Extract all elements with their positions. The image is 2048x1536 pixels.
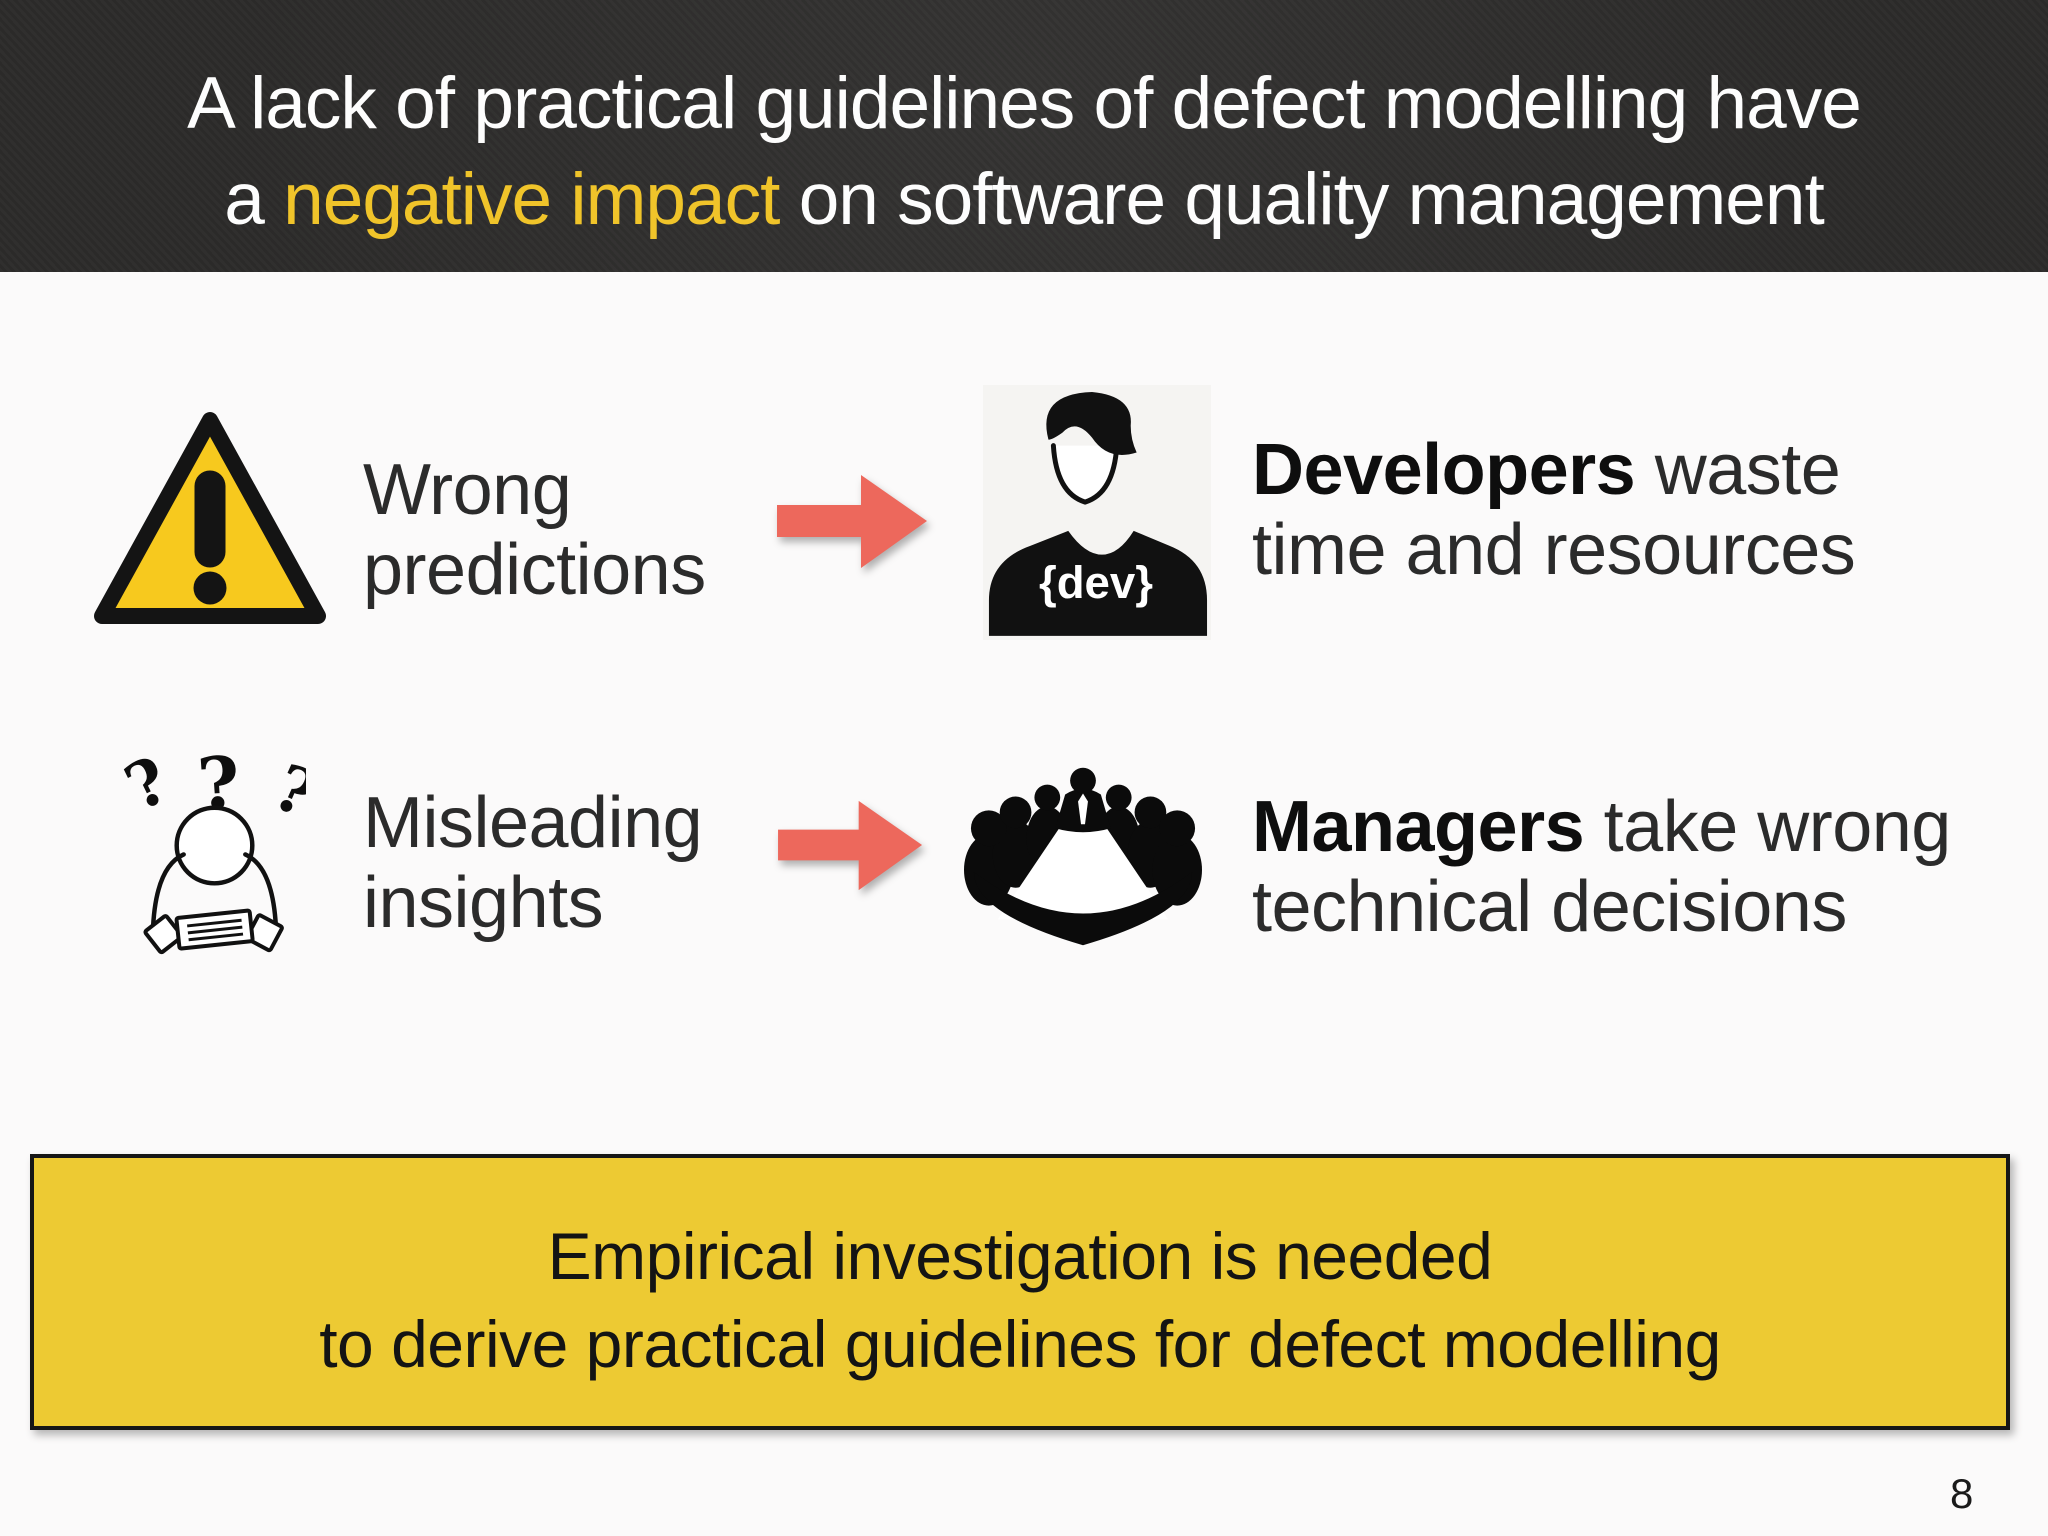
effect-bold-managers: Managers [1252,787,1585,867]
title-line-2: a negative impact on software quality ma… [0,152,2048,248]
cause-line-1: Misleading [363,783,703,863]
question-mark-right: ? [263,750,306,834]
developer-icon: {dev} [983,385,1211,640]
cause-line-2: insights [363,863,604,943]
conclusion-banner: Empirical investigation is needed to der… [30,1154,2010,1430]
warning-triangle-icon [90,400,330,635]
effect-bold-developers: Developers [1252,430,1636,510]
title-bar: A lack of practical guidelines of defect… [0,0,2048,272]
effect-line-1: Managers take wrong [1252,787,1951,867]
effect-text-developers: Developers waste time and resources [1252,430,1856,590]
cause-text-wrong-predictions: Wrong predictions [363,450,706,610]
confused-person-icon: ? ? ? [122,738,306,960]
effect-line1-rest: take wrong [1584,787,1952,867]
title-line2-suffix: on software quality management [779,159,1825,240]
effect-line-2: technical decisions [1252,867,1847,947]
dev-shirt-label: {dev} [1039,557,1153,608]
right-arrow-icon [777,472,929,572]
effect-line-2: time and resources [1252,510,1856,590]
question-mark-left: ? [122,742,180,826]
cause-text-misleading-insights: Misleading insights [363,783,703,943]
cause-line-1: Wrong [363,450,572,530]
banner-line-2: to derive practical guidelines for defec… [319,1307,1721,1381]
title-highlight: negative impact [283,159,780,240]
managers-meeting-icon [964,766,1202,948]
cause-line-2: predictions [363,530,706,610]
effect-line1-rest: waste [1635,430,1841,510]
title-line2-prefix: a [224,159,284,240]
page-number: 8 [1950,1470,1974,1517]
banner-line-1: Empirical investigation is needed [547,1219,1493,1293]
effect-text-managers: Managers take wrong technical decisions [1252,787,1951,947]
effect-line-1: Developers waste [1252,430,1855,510]
right-arrow-icon [777,798,925,894]
title-line-1: A lack of practical guidelines of defect… [187,63,1862,144]
